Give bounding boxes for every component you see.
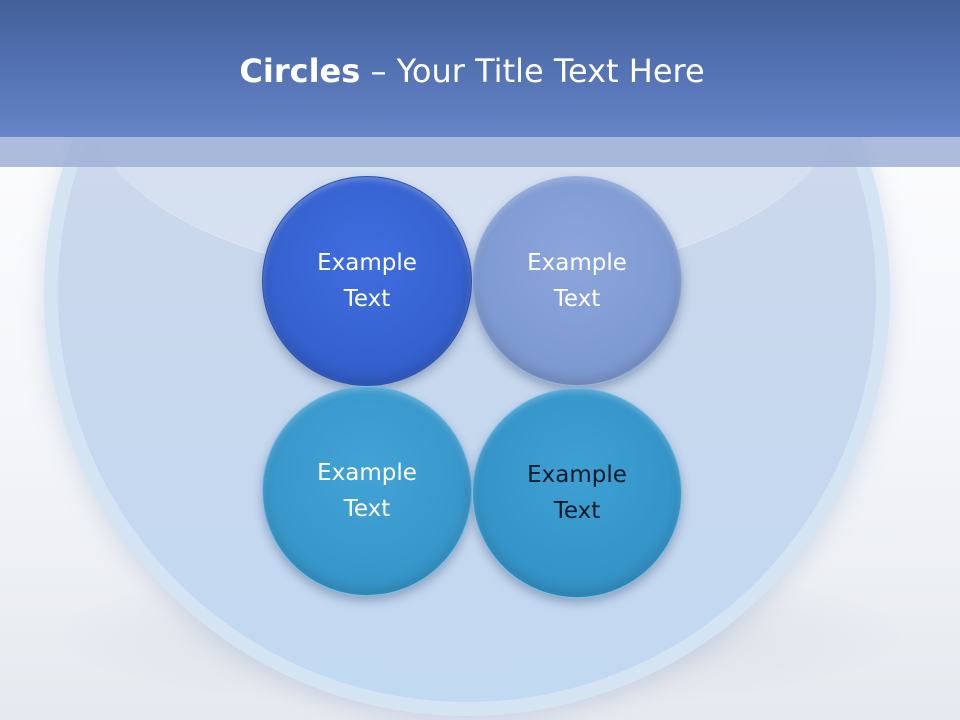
circle-label-line1: Example (527, 250, 627, 276)
slide-title-bold: Circles (239, 52, 361, 90)
title-bar-band (0, 137, 960, 167)
slide-title: Circles – Your Title Text Here (0, 52, 944, 90)
circle-label-line2: Text (343, 286, 391, 312)
circle-label-line1: Example (317, 460, 417, 486)
circle-label-line1: Example (527, 462, 627, 488)
circle-bottom-left: Example Text (262, 386, 472, 596)
circle-top-left: Example Text (262, 176, 472, 386)
circle-label-line2: Text (553, 286, 601, 312)
circle-bottom-right: Example Text (472, 388, 682, 598)
circle-label: Example Text (292, 245, 442, 317)
circle-label: Example Text (292, 455, 442, 527)
slide-title-rest: – Your Title Text Here (360, 52, 705, 90)
circle-label: Example Text (502, 245, 652, 317)
circle-label-line1: Example (317, 250, 417, 276)
circle-label-line2: Text (553, 498, 601, 524)
circle-label-line2: Text (343, 496, 391, 522)
circle-top-right: Example Text (472, 176, 682, 386)
title-bar (0, 0, 960, 137)
circle-label: Example Text (502, 457, 652, 529)
